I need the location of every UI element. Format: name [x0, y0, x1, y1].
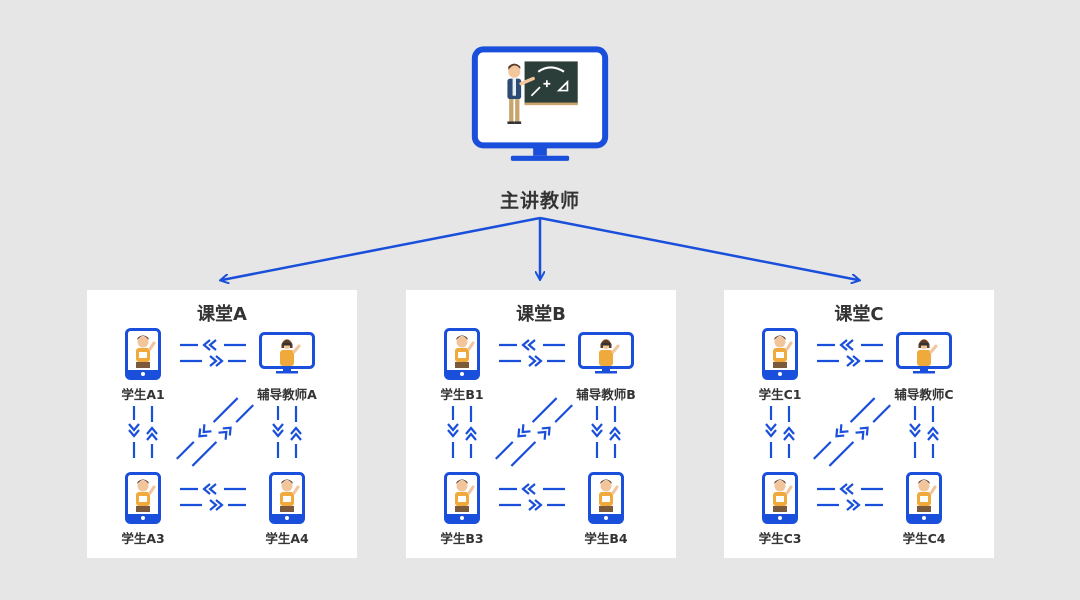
student-label: 学生C3	[758, 531, 802, 546]
student-phone-icon	[125, 328, 161, 380]
classroom-title: 课堂C	[834, 304, 884, 325]
arrow-student-tutor	[180, 339, 246, 367]
arrow-student-student	[817, 483, 883, 511]
student-node	[762, 472, 798, 528]
student-label: 学生C4	[902, 531, 946, 546]
teacher-monitor-icon	[471, 46, 609, 161]
student-phone-icon	[444, 472, 480, 524]
arrow-vertical-left	[128, 406, 158, 458]
classroom-title: 课堂B	[516, 304, 566, 325]
student-phone-icon	[762, 472, 798, 524]
tutor-label: 辅导教师C	[894, 387, 954, 402]
student-node	[125, 328, 161, 384]
student-phone-icon	[125, 472, 161, 524]
teacher-label: 主讲教师	[499, 190, 580, 212]
arrow-diagonal	[813, 397, 891, 467]
classroom-card-a: 课堂A 学生A1 辅导教师A 学生A3	[87, 290, 357, 558]
student-node	[125, 472, 161, 528]
tutor-monitor-icon	[578, 332, 634, 374]
arrow-diagonal	[176, 397, 254, 467]
student-phone-icon	[762, 328, 798, 380]
tutor-monitor-icon	[259, 332, 315, 374]
tutor-node	[259, 332, 315, 378]
arrow-vertical-right	[272, 406, 302, 458]
student-label: 学生B3	[440, 531, 484, 546]
classroom-card-b: 课堂B 学生B1 辅导教师B 学生B3	[406, 290, 676, 558]
arrow-student-student	[499, 483, 565, 511]
tutor-label: 辅导教师B	[576, 387, 636, 402]
student-label: 学生A4	[265, 531, 309, 546]
classroom-card-c: 课堂C 学生C1 辅导教师C 学生C3	[724, 290, 994, 558]
peer-arrows	[447, 339, 621, 511]
peer-arrows	[128, 339, 302, 511]
arrow-vertical-right	[909, 406, 939, 458]
student-node	[588, 472, 624, 528]
tutor-node	[896, 332, 952, 378]
student-node	[444, 328, 480, 384]
classroom-title: 课堂A	[197, 304, 247, 325]
peer-arrows	[765, 339, 939, 511]
arrow-vertical-left	[447, 406, 477, 458]
student-label: 学生B1	[440, 387, 484, 402]
arrow-student-tutor	[817, 339, 883, 367]
student-phone-icon	[269, 472, 305, 524]
student-phone-icon	[588, 472, 624, 524]
arrow-vertical-left	[765, 406, 795, 458]
tutor-monitor-icon	[896, 332, 952, 374]
student-node	[269, 472, 305, 528]
arrow-diagonal	[495, 397, 573, 467]
student-node	[762, 328, 798, 384]
student-phone-icon	[906, 472, 942, 524]
tutor-label: 辅导教师A	[257, 387, 317, 402]
student-node	[906, 472, 942, 528]
arrow-student-tutor	[499, 339, 565, 367]
student-node	[444, 472, 480, 528]
student-label: 学生C1	[758, 387, 802, 402]
tutor-node	[578, 332, 634, 378]
student-label: 学生A3	[121, 531, 165, 546]
student-phone-icon	[444, 328, 480, 380]
arrow-vertical-right	[591, 406, 621, 458]
connector-to-classroom-c	[539, 216, 858, 280]
student-label: 学生B4	[584, 531, 628, 546]
arrow-student-student	[180, 483, 246, 511]
connector-to-classroom-a	[222, 216, 541, 280]
student-label: 学生A1	[121, 387, 165, 402]
